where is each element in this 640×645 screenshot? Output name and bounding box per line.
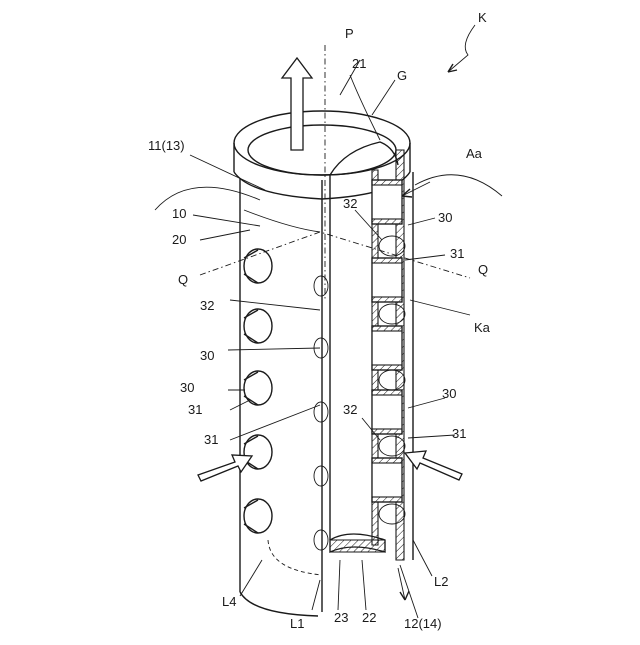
label-20: 20 xyxy=(172,232,186,247)
label-Aa: Aa xyxy=(466,146,483,161)
label-L4: L4 xyxy=(222,594,236,609)
left-nozzles xyxy=(244,249,328,550)
label-10: 10 xyxy=(172,206,186,221)
label-23: 23 xyxy=(334,610,348,625)
exit-arrow xyxy=(398,568,409,600)
label-P: P xyxy=(345,26,354,41)
label-31-left-b: 31 xyxy=(204,432,218,447)
label-31-left-a: 31 xyxy=(188,402,202,417)
label-32-left: 32 xyxy=(200,298,214,313)
label-22: 22 xyxy=(362,610,376,625)
label-21: 21 xyxy=(352,56,366,71)
label-G: G xyxy=(397,68,407,83)
label-31-right-mid: 31 xyxy=(452,426,466,441)
label-11-13: 11(13) xyxy=(148,138,185,153)
nozzle xyxy=(244,435,272,469)
label-Ka: Ka xyxy=(474,320,491,335)
nozzle xyxy=(244,309,272,343)
label-L1: L1 xyxy=(290,616,304,631)
nozzle xyxy=(244,371,272,405)
label-L2: L2 xyxy=(434,574,448,589)
nozzle xyxy=(244,499,272,533)
label-Q-left: Q xyxy=(178,272,188,287)
callout-labels: K P 21 G 11(13) Aa 10 32 30 20 31 Q Q 32… xyxy=(148,10,491,631)
label-30-left-a: 30 xyxy=(200,348,214,363)
label-K: K xyxy=(478,10,487,25)
label-Q-right: Q xyxy=(478,262,488,277)
label-30-right-top: 30 xyxy=(438,210,452,225)
label-30-left-b: 30 xyxy=(180,380,194,395)
outflow-arrow xyxy=(282,58,312,150)
label-32-right-mid: 32 xyxy=(343,402,357,417)
label-32-top: 32 xyxy=(343,196,357,211)
nozzle xyxy=(244,249,272,283)
inflow-arrow-left xyxy=(198,455,252,481)
reference-lines xyxy=(155,45,502,300)
label-31-right-top: 31 xyxy=(450,246,464,261)
k-arrow xyxy=(448,25,475,72)
label-30-right-mid: 30 xyxy=(442,386,456,401)
label-12-14: 12(14) xyxy=(404,616,442,631)
